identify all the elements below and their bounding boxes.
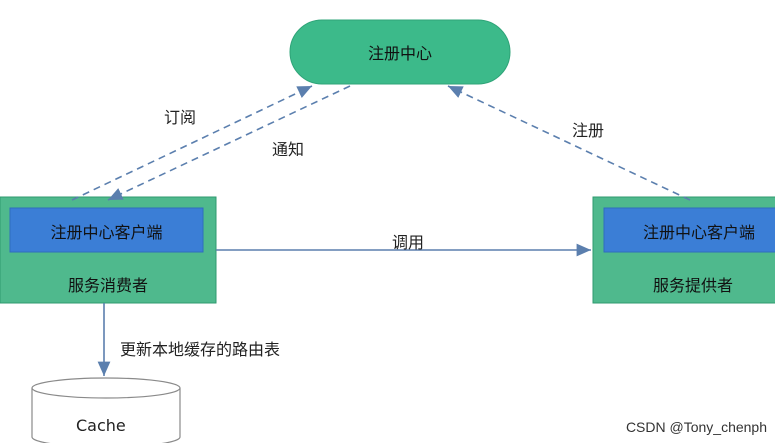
cache-label: Cache (76, 416, 126, 435)
subscribe-arrow (71, 85, 313, 201)
provider-client-box (603, 207, 775, 253)
registry-node (289, 19, 511, 85)
notify-label: 通知 (272, 140, 305, 159)
register-label: 注册 (572, 121, 605, 140)
consumer-role-label: 服务消费者 (67, 276, 148, 295)
consumer-client-label: 注册中心客户端 (50, 223, 163, 242)
consumer-client-box (9, 207, 204, 253)
notify-arrow (107, 85, 351, 201)
register-arrow (447, 85, 691, 201)
provider-role-label: 服务提供者 (652, 276, 733, 295)
invoke-label: 调用 (392, 233, 425, 252)
subscribe-label: 订阅 (164, 108, 197, 127)
update-cache-label: 更新本地缓存的路由表 (120, 340, 281, 359)
watermark-text: CSDN @Tony_chenph (625, 419, 767, 435)
cache-cylinder (31, 377, 181, 443)
registry-label: 注册中心 (367, 44, 432, 63)
provider-client-label: 注册中心客户端 (642, 223, 755, 242)
